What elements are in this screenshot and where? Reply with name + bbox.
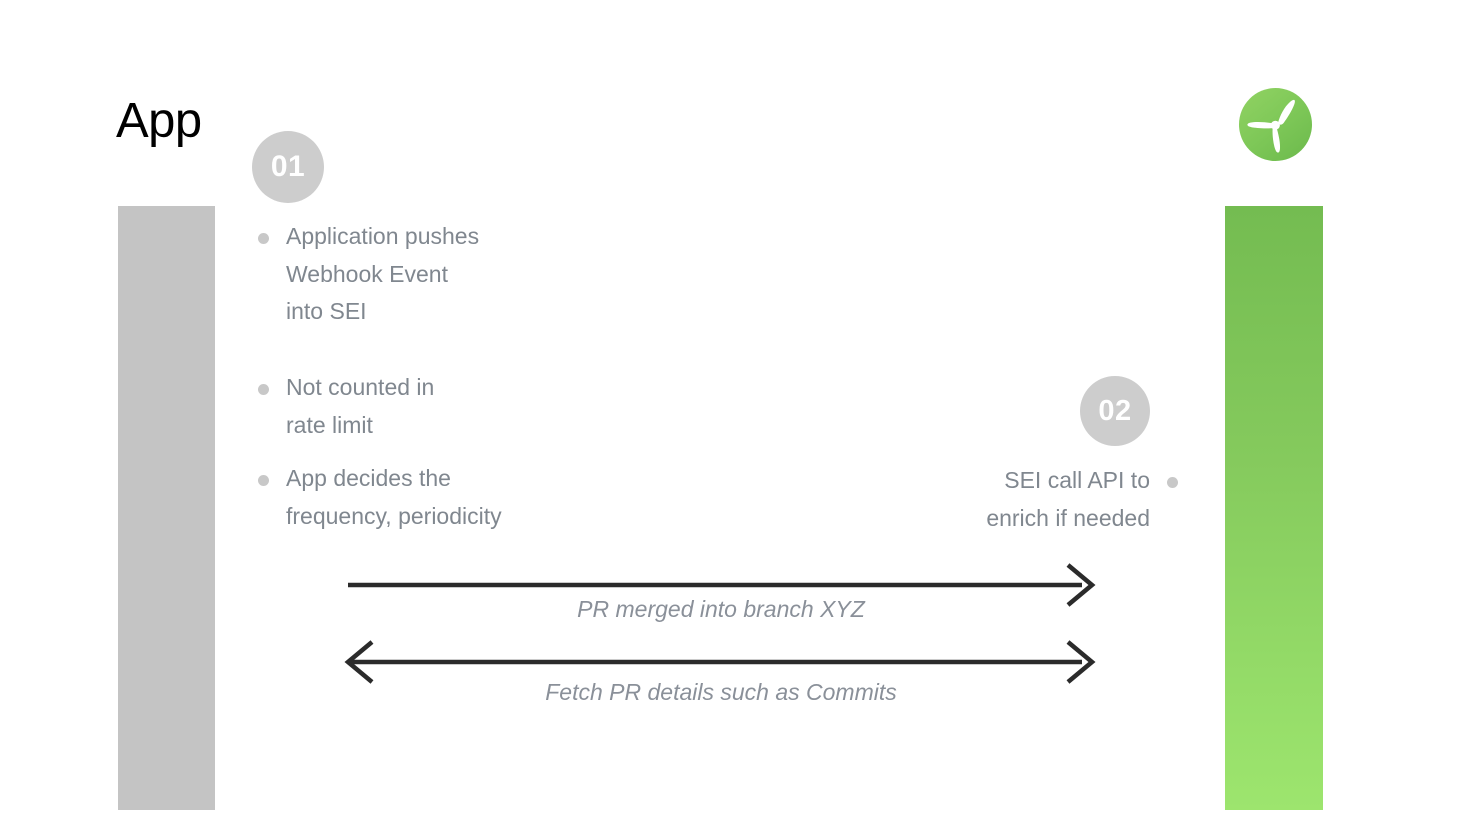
message-label-1: PR merged into branch XYZ	[577, 596, 865, 622]
propeller-logo	[1239, 88, 1312, 161]
bullet-line: App decides the	[286, 465, 451, 491]
step-badge-02: 02	[1080, 376, 1150, 446]
message-arrow-right	[340, 563, 1102, 607]
bullet-group-app-2: Not counted in rate limit	[256, 369, 686, 444]
bullet-line: SEI call API to	[1004, 467, 1150, 493]
bullet-line: enrich if needed	[986, 504, 1150, 531]
bullet-item: App decides the frequency, periodicity	[256, 460, 686, 535]
bullet-line: rate limit	[286, 411, 373, 438]
message-label-2: Fetch PR details such as Commits	[545, 679, 897, 705]
bullet-group-app-3: App decides the frequency, periodicity	[256, 460, 686, 535]
step-badge-01: 01	[252, 131, 324, 203]
bullet-dot-icon	[258, 233, 269, 244]
bullet-line: Application pushes	[286, 223, 480, 249]
lane-title-app: App	[116, 94, 202, 148]
bullet-line: Webhook Event	[286, 260, 448, 287]
bullet-line: frequency, periodicity	[286, 502, 502, 529]
message-arrow-bidirectional	[340, 640, 1102, 684]
app-lane-bar	[118, 206, 215, 810]
bullet-group-app-1: Application pushes Webhook Event into SE…	[256, 218, 686, 331]
bullet-dot-icon	[258, 475, 269, 486]
bullet-item: SEI call API to enrich if needed	[760, 462, 1180, 537]
sei-lane-bar	[1225, 206, 1323, 810]
bullet-item: Not counted in rate limit	[256, 369, 686, 444]
bullet-dot-icon	[258, 384, 269, 395]
bullet-dot-icon	[1167, 477, 1178, 488]
bullet-line: Not counted in	[286, 374, 435, 400]
bullet-group-sei-1: SEI call API to enrich if needed	[760, 462, 1180, 537]
bullet-item: Application pushes Webhook Event into SE…	[256, 218, 686, 331]
bullet-line: into SEI	[286, 298, 367, 324]
